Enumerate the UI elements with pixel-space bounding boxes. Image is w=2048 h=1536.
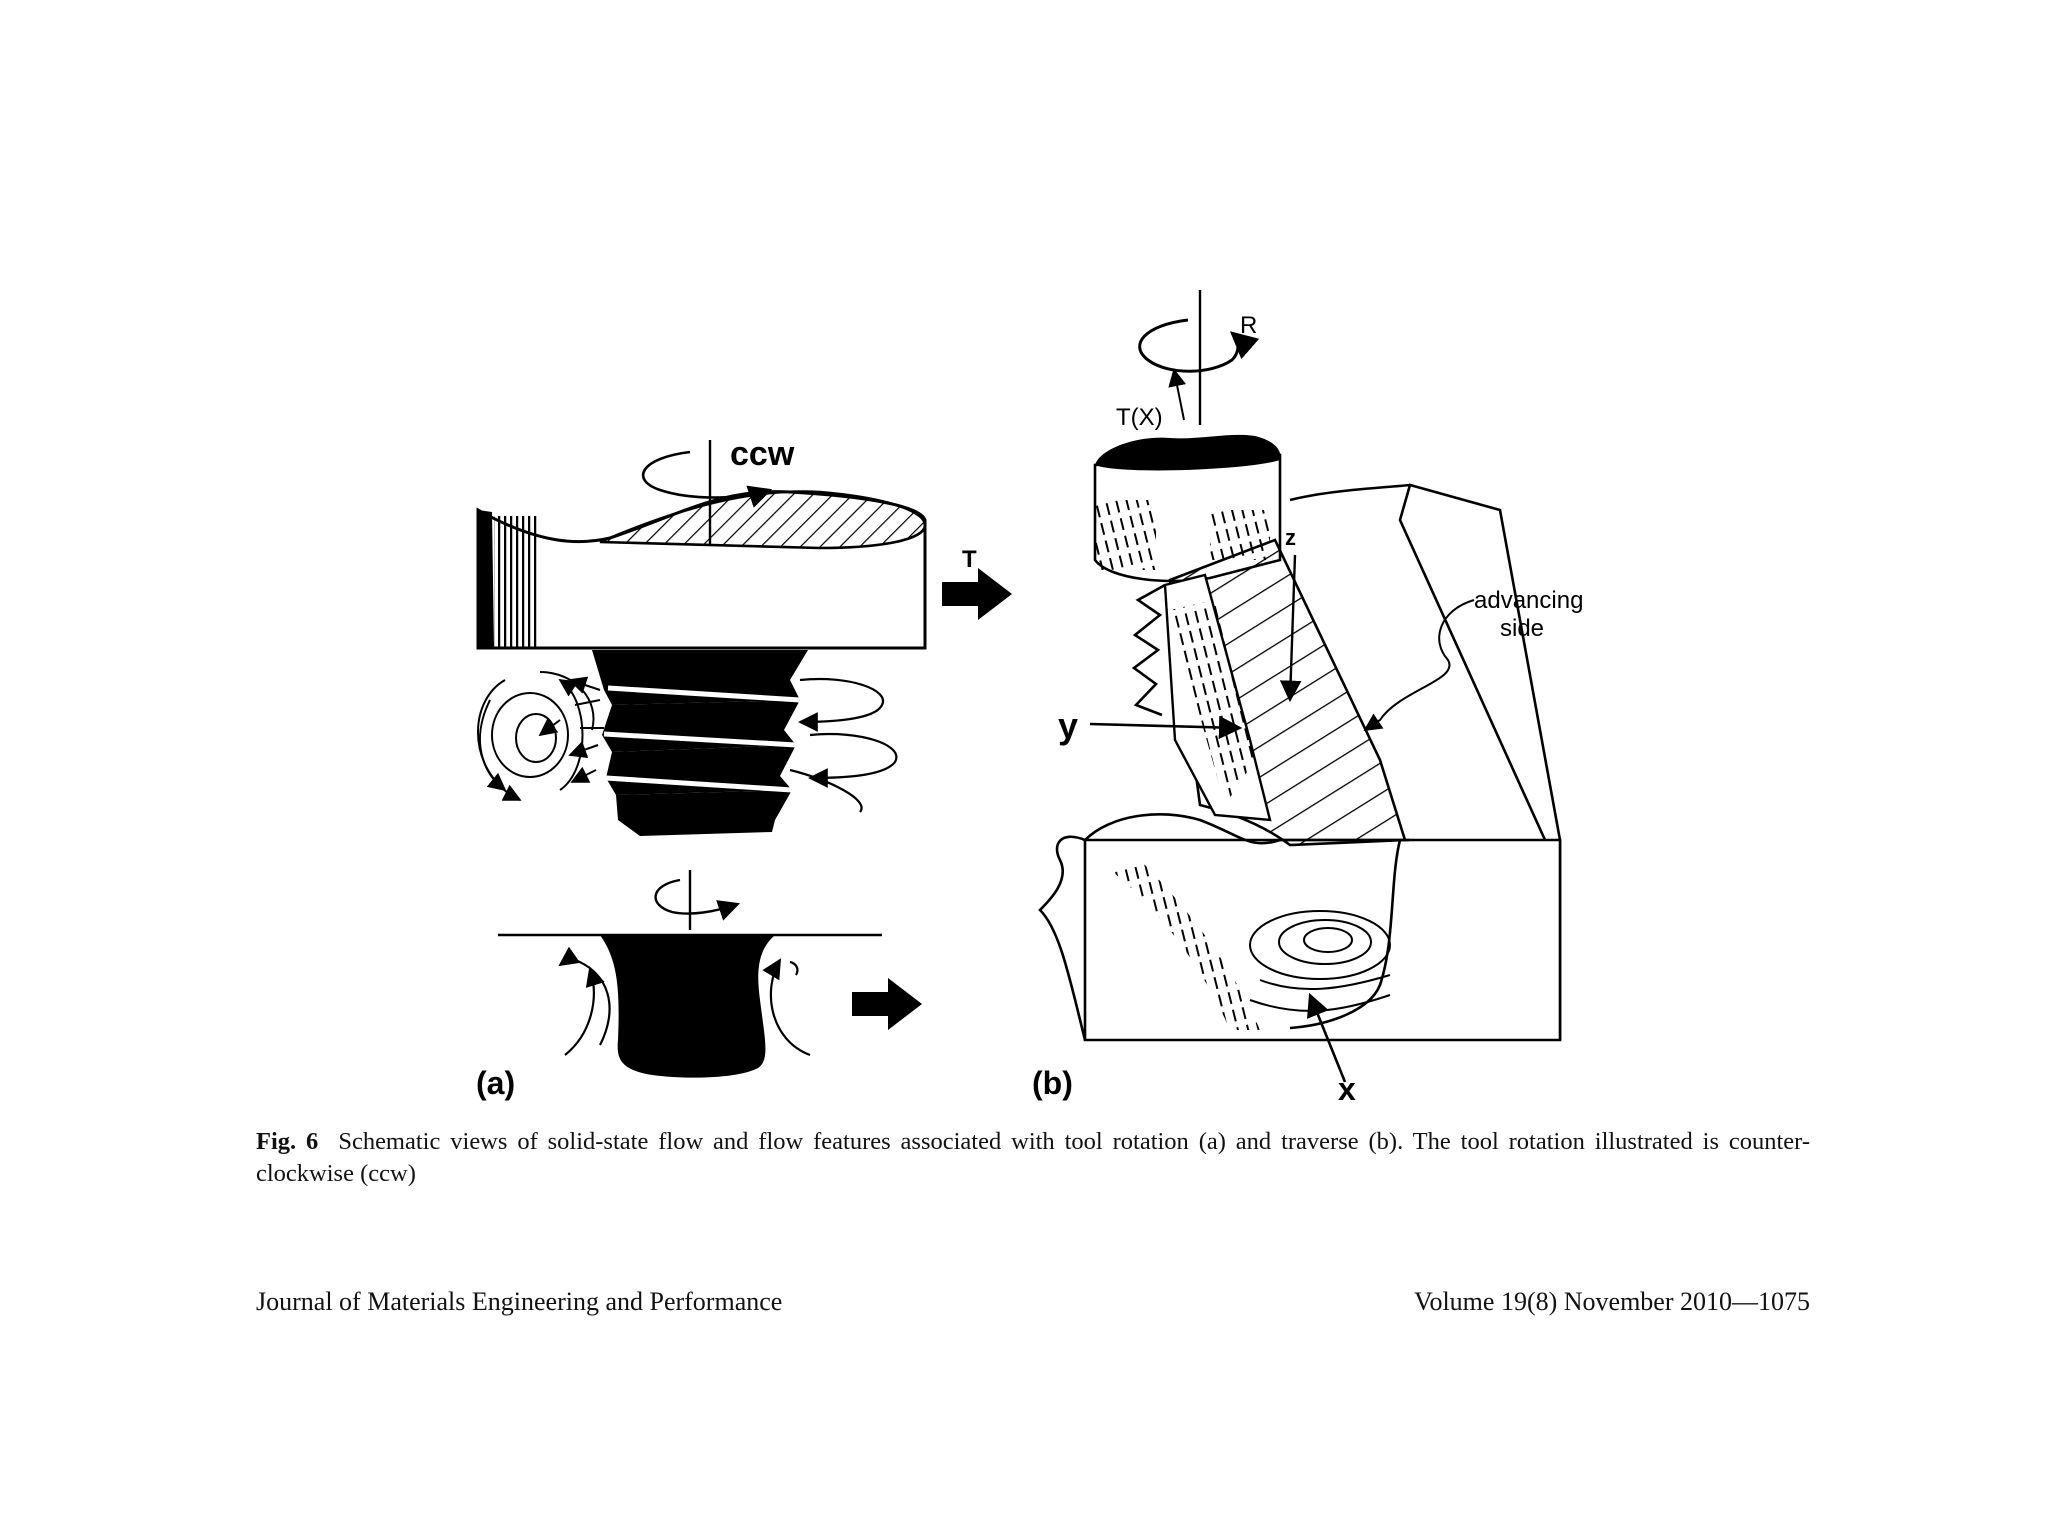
rotation-label-r: R	[1240, 312, 1257, 339]
advancing-side-label-line1: advancing	[1474, 587, 1583, 614]
flow-vortex-a	[477, 671, 604, 801]
traverse-arrow-a	[942, 568, 1012, 620]
x-label: x	[1338, 1071, 1356, 1107]
footer-journal: Journal of Materials Engineering and Per…	[256, 1287, 783, 1316]
panel-b: R T(X)	[1032, 290, 1583, 1107]
panel-label-a: (a)	[476, 1065, 515, 1101]
panel-label-b: (b)	[1032, 1065, 1073, 1101]
y-arrow	[1089, 715, 1243, 740]
figure-number: Fig. 6	[256, 1128, 319, 1155]
traverse-label-t: T	[962, 546, 977, 573]
x-arrow	[1307, 992, 1347, 1083]
footer-volume-page: Volume 19(8) November 2010—1075	[1414, 1287, 1810, 1316]
tool-axis-label: T(X)	[1116, 404, 1163, 431]
flow-loops-a	[789, 678, 898, 813]
caption-text: Schematic views of solid-state flow and …	[256, 1128, 1811, 1187]
y-label: y	[1058, 705, 1078, 746]
rotation-arrow-a	[641, 440, 773, 545]
plate-section-a	[498, 870, 922, 1078]
panel-a: ccw T	[476, 435, 1012, 1101]
workpiece-block	[1038, 483, 1562, 1042]
rotation-arrow-b	[1138, 290, 1260, 425]
z-arrow	[1279, 554, 1302, 703]
advancing-side-label-line2: side	[1500, 615, 1544, 642]
threaded-pin	[592, 650, 808, 836]
advancing-side-leader	[1363, 599, 1475, 731]
helical-pin	[1131, 538, 1407, 847]
tool-shoulder	[476, 490, 927, 650]
rotation-label-ccw: ccw	[730, 435, 795, 473]
tool-shoulder-b	[1093, 434, 1282, 583]
z-label: z	[1285, 525, 1296, 550]
